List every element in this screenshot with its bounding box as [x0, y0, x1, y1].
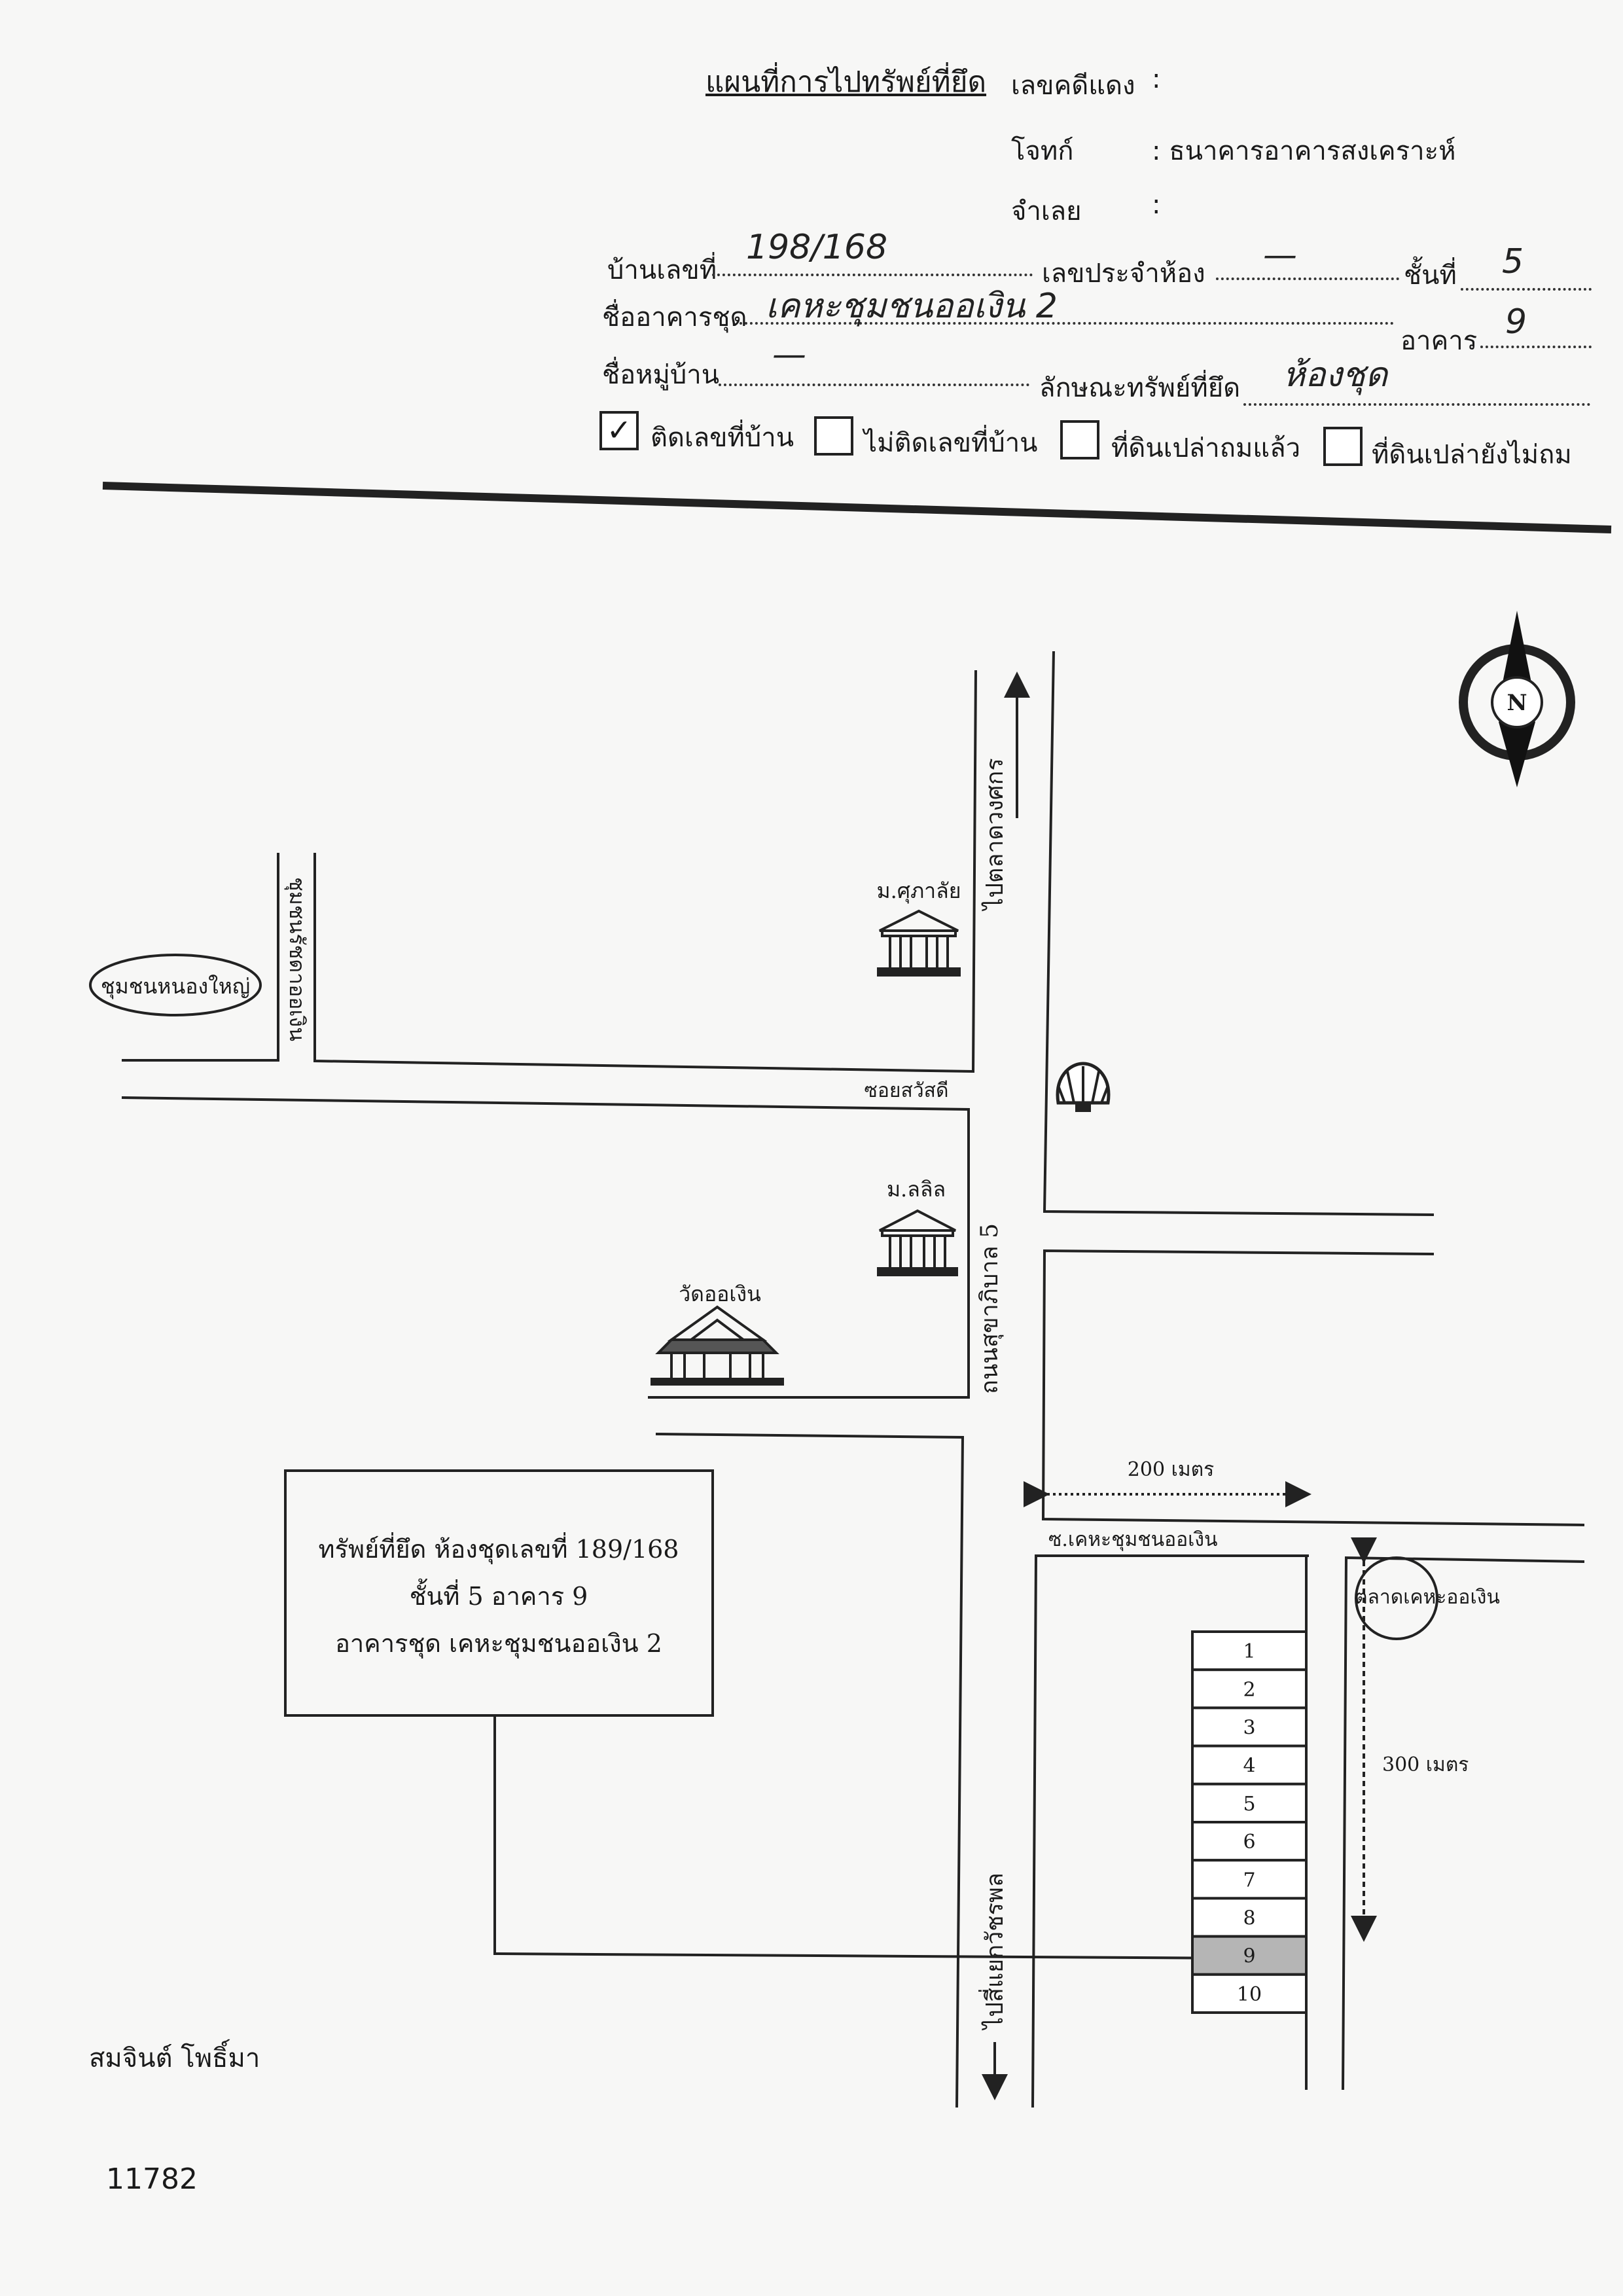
- unit-number: 5: [1243, 1793, 1255, 1816]
- building-units: 1 2 3 4 5 6 7 8 9 10: [1191, 1630, 1308, 2015]
- floor-line: [1461, 288, 1592, 291]
- defendant-label: จำเลย: [1011, 196, 1082, 226]
- unit-number: 10: [1237, 1983, 1262, 2006]
- unit-number: 7: [1243, 1869, 1255, 1892]
- case-label: เลขคดีแดง: [1011, 71, 1135, 101]
- unit-number: 1: [1243, 1640, 1255, 1663]
- distance-200-label: 200 เมตร: [1128, 1458, 1214, 1481]
- checkbox-label: ที่ดินเปล่าถมแล้ว: [1111, 433, 1301, 463]
- unit-box: [1191, 1897, 1308, 1938]
- plaintiff-label: โจทก์: [1011, 136, 1074, 166]
- condo-label: ชื่ออาคารชุด: [602, 302, 747, 332]
- condo-value: เคหะชุมชนออเงิน 2: [766, 287, 1058, 326]
- unit-box: [1191, 1630, 1308, 1672]
- market-label: ตลาดเคหะออเงิน: [1355, 1586, 1500, 1609]
- community-ellipse: [89, 954, 262, 1016]
- lalin-label: ม.ลลิล: [887, 1177, 946, 1202]
- unit-box: [1191, 1859, 1308, 1900]
- callout-pointer-line: [493, 1715, 1243, 1971]
- unit-number: 9: [1243, 1945, 1255, 1968]
- header-divider: [102, 482, 1612, 533]
- compass-letter: N: [1507, 690, 1527, 716]
- callout-line: อาคารชุด เคหะชุมชนออเงิน 2: [335, 1629, 662, 1659]
- room-no-value: —: [1263, 236, 1297, 275]
- callout-line: ทรัพย์ที่ยึด ห้องชุดเลขที่ 189/168: [319, 1532, 679, 1564]
- soi-sawasdee-label: ซอยสวัสดี: [865, 1079, 949, 1102]
- callout-line: ชั้นที่ 5 อาคาร 9: [410, 1578, 588, 1611]
- floor-value: 5: [1502, 242, 1524, 281]
- checkbox-label: ติดเลขที่บ้าน: [651, 423, 794, 453]
- case-colon: :: [1152, 64, 1161, 94]
- unit-box: [1191, 1821, 1308, 1862]
- document-number: 11782: [106, 2162, 198, 2196]
- checkbox-no-house-number[interactable]: [814, 416, 853, 456]
- building-icon: [877, 1209, 958, 1276]
- to-watcharapol-label: ไปสี่แยกวัชรพล: [978, 1873, 1008, 2031]
- defendant-colon: :: [1152, 190, 1161, 220]
- supalai-label: ม.ศุภาลัย: [877, 878, 961, 904]
- property-type-value: ห้องชุด: [1283, 355, 1387, 395]
- unit-box: [1191, 1973, 1308, 2015]
- temple-icon: [651, 1305, 784, 1386]
- checkbox-label: ที่ดินเปล่ายังไม่ถม: [1372, 440, 1572, 470]
- property-type-label: ลักษณะทรัพย์ที่ยึด: [1039, 373, 1241, 403]
- unit-number: 2: [1243, 1678, 1255, 1701]
- author-name: สมจินต์ โพธิ์มา: [89, 2043, 260, 2073]
- market-circle: [1355, 1556, 1438, 1640]
- room-no-label: เลขประจำห้อง: [1042, 259, 1205, 289]
- unit-box: [1191, 1668, 1308, 1710]
- building-label: อาคาร: [1400, 326, 1478, 356]
- distance-300-label: 300 เมตร: [1382, 1753, 1469, 1776]
- building-icon: [877, 909, 961, 977]
- soi-kheha-label: ซ.เคหะชุมชนออเงิน: [1048, 1528, 1218, 1552]
- unit-number: 8: [1243, 1907, 1255, 1930]
- village-line: [719, 384, 1029, 386]
- main-road-label: ถนนสุขาภิบาล 5: [976, 1223, 1004, 1394]
- property-callout-box: [284, 1469, 714, 1717]
- village-label: ชื่อหมู่บ้าน: [602, 360, 720, 390]
- checkbox-land-filled[interactable]: [1060, 420, 1099, 459]
- floor-label: ชั้นที่: [1404, 260, 1457, 291]
- building-line: [1480, 346, 1592, 348]
- village-value: —: [772, 335, 806, 374]
- page-title: แผนที่การไปทรัพย์ที่ยึด: [705, 65, 987, 99]
- house-no-line: [712, 274, 1033, 276]
- property-type-line: [1243, 403, 1590, 406]
- temple-label: วัดออเงิน: [679, 1282, 761, 1306]
- house-no-value: 198/168: [746, 228, 888, 267]
- checkbox-land-unfilled[interactable]: [1323, 427, 1363, 466]
- roads: [121, 651, 1585, 2108]
- unit-box: [1191, 1782, 1308, 1824]
- unit-number: 3: [1243, 1717, 1255, 1740]
- community-label: ชุมชนหนองใหญ่: [101, 974, 250, 999]
- shell-station-icon: [1056, 1062, 1111, 1112]
- house-no-label: บ้านเลขที่: [607, 255, 717, 285]
- plaintiff-value: : ธนาคารอาคารสงเคราะห์: [1152, 136, 1456, 166]
- plaintiff-name: ธนาคารอาคารสงเคราะห์: [1169, 136, 1456, 166]
- checkbox-label: ไม่ติดเลขที่บ้าน: [864, 428, 1038, 458]
- condo-line: [740, 322, 1394, 325]
- room-no-line: [1216, 278, 1399, 280]
- unit-number: 4: [1243, 1755, 1255, 1778]
- to-market-label: ไปตลาดวงศกร: [981, 758, 1008, 912]
- checkbox-house-number-posted[interactable]: ✓: [599, 411, 639, 450]
- building-value: 9: [1505, 302, 1527, 342]
- unit-number: 6: [1243, 1831, 1255, 1854]
- soi-vertical-label: ชุมชนรัชดาออเงิน: [284, 877, 310, 1041]
- north-compass-icon: N: [1459, 611, 1575, 787]
